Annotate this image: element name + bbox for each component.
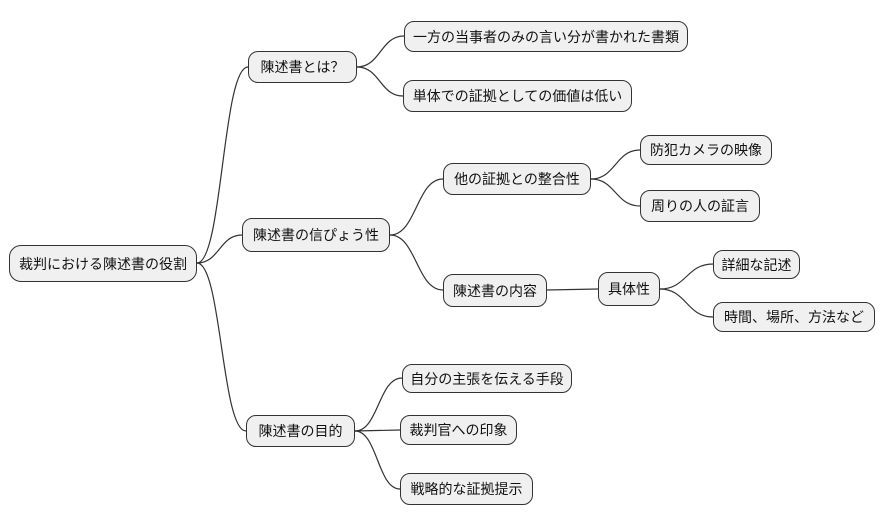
node-consistency-with-evidence: 他の証拠との整合性 — [443, 163, 591, 195]
edge-root-to-purpose — [196, 262, 247, 432]
node-specificity: 具体性 — [598, 272, 660, 306]
edge-specificity-to-detail — [659, 263, 714, 290]
edge-purpose-to-claims — [354, 377, 403, 432]
edge-what-to-low-value — [356, 66, 404, 97]
node-statement-content: 陳述書の内容 — [443, 274, 547, 307]
edge-root-to-credibility — [196, 234, 243, 264]
node-credibility: 陳述書の信ぴょう性 — [242, 218, 390, 252]
node-convey-claims: 自分の主張を伝える手段 — [402, 364, 572, 393]
edge-root-to-what — [196, 66, 249, 264]
node-what-is-statement: 陳述書とは？ — [248, 51, 357, 83]
edge-purpose-to-strategic — [354, 430, 401, 490]
edge-credibility-to-consistency — [389, 178, 444, 236]
edge-specificity-to-time-place — [659, 288, 714, 318]
node-strategic-evidence: 戦略的な証拠提示 — [400, 473, 533, 505]
node-low-standalone-value: 単体での証拠としての価値は低い — [403, 80, 632, 112]
edge-purpose-to-impression — [354, 429, 401, 432]
node-impression-on-judge: 裁判官への印象 — [400, 415, 517, 445]
node-security-camera-footage: 防犯カメラの映像 — [640, 135, 772, 165]
edge-consistency-to-camera — [590, 149, 641, 180]
edge-consistency-to-testimony — [590, 178, 641, 207]
edge-credibility-to-content — [389, 234, 444, 291]
edge-content-to-specificity — [546, 288, 599, 291]
node-time-place-method: 時間、場所、方法など — [713, 302, 875, 332]
node-one-party-document: 一方の当事者のみの言い分が書かれた書類 — [404, 21, 688, 52]
node-purpose: 陳述書の目的 — [246, 415, 355, 447]
node-witness-testimony: 周りの人の証言 — [640, 190, 760, 222]
node-root: 裁判における陳述書の役割 — [9, 245, 197, 282]
edge-what-to-one-party — [356, 35, 405, 68]
node-detailed-description: 詳細な記述 — [713, 250, 800, 279]
